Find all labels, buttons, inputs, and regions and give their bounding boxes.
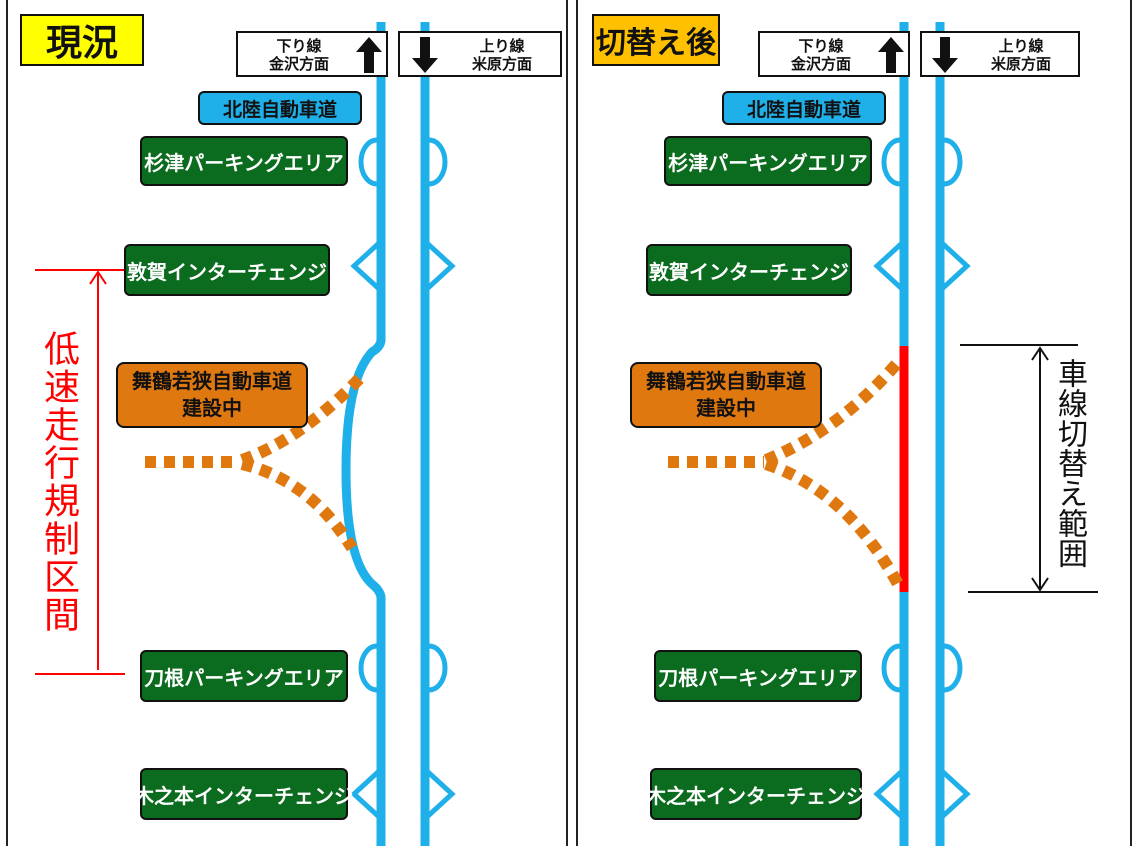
sugitsu-pa-text-after: 杉津パーキングエリア	[668, 150, 868, 175]
kinomoto-ic-up-symbol	[426, 770, 456, 818]
down-line-direction-text-after: 下り線 金沢方面	[768, 37, 874, 73]
construction-road-branch-north	[240, 373, 365, 466]
down-line-direction-sign: 下り線 金沢方面	[236, 31, 388, 77]
construction-road-branch-south-after	[764, 458, 904, 587]
down-line-destination: 金沢方面	[268, 55, 329, 73]
up-line-direction-sign-after: 上り線 米原方面	[920, 31, 1080, 77]
tsuruga-ic-text-after: 敦賀インターチェンジ	[649, 259, 849, 284]
tsuruga-ic-text: 敦賀インターチェンジ	[127, 259, 327, 284]
construction-road-branch-north-after	[763, 358, 903, 466]
current-status-title-text: 現況	[45, 23, 118, 64]
down-line-label: 下り線	[276, 37, 322, 55]
kinomoto-ic-label-after: 木之本インターチェンジ	[646, 768, 866, 820]
arrow-up-icon	[878, 37, 904, 73]
kinomoto-ic-text: 木之本インターチェンジ	[134, 783, 354, 808]
tsuruga-ic-down-symbol	[350, 242, 380, 290]
kinomoto-ic-label: 木之本インターチェンジ	[134, 768, 354, 820]
maizuru-wakasa-expressway-label: 舞鶴若狭自動車道 建設中	[116, 362, 308, 428]
maizuru-wakasa-expressway-text: 舞鶴若狭自動車道	[132, 369, 292, 393]
arrow-down-icon	[932, 37, 958, 73]
tone-pa-text-after: 刀根パーキングエリア	[658, 665, 858, 690]
sugitsu-pa-up-symbol	[428, 137, 448, 187]
sugitsu-pa-down-symbol	[358, 137, 378, 187]
maizuru-wakasa-expressway-label-after: 舞鶴若狭自動車道 建設中	[630, 362, 822, 428]
tsuruga-ic-down-symbol-after	[873, 242, 903, 290]
tone-pa-text: 刀根パーキングエリア	[144, 665, 344, 690]
up-line-direction-sign: 上り線 米原方面	[398, 31, 562, 77]
up-line-direction-text: 上り線 米原方面	[446, 37, 558, 73]
after-switch-title: 切替え後	[592, 14, 720, 66]
up-line-destination-after: 米原方面	[990, 55, 1051, 73]
after-switch-title-text: 切替え後	[596, 26, 716, 61]
tone-pa-label-after: 刀根パーキングエリア	[654, 650, 862, 702]
low-speed-restriction-section-label: 低速走行規制区間	[38, 330, 79, 634]
sugitsu-pa-label: 杉津パーキングエリア	[140, 136, 348, 186]
tsuruga-ic-label-after: 敦賀インターチェンジ	[646, 244, 852, 296]
switch-range-arrow-top	[1031, 346, 1049, 361]
tone-pa-label: 刀根パーキングエリア	[140, 650, 348, 702]
maizuru-wakasa-expressway-text-after: 舞鶴若狭自動車道	[646, 369, 806, 393]
arrow-up-icon	[356, 37, 382, 73]
tone-pa-down-symbol-after	[881, 643, 901, 693]
current-status-title: 現況	[20, 14, 144, 66]
down-line-direction-sign-after: 下り線 金沢方面	[758, 31, 910, 77]
under-construction-text: 建設中	[182, 396, 242, 420]
down-line-direction-text: 下り線 金沢方面	[246, 37, 352, 73]
sugitsu-pa-down-symbol-after	[881, 137, 901, 187]
up-line-destination: 米原方面	[471, 55, 532, 73]
kinomoto-ic-up-symbol-after	[941, 770, 971, 818]
tone-pa-up-symbol-after	[943, 643, 963, 693]
sugitsu-pa-up-symbol-after	[943, 137, 963, 187]
after-switch-panel	[576, 0, 1132, 846]
tone-pa-up-symbol	[428, 643, 448, 693]
under-construction-text-after: 建設中	[696, 396, 756, 420]
down-line-road-detour	[341, 337, 386, 601]
arrow-down-icon	[412, 37, 438, 73]
tsuruga-ic-up-symbol	[426, 242, 456, 290]
down-line-destination-after: 金沢方面	[790, 55, 851, 73]
restriction-arrow-top	[89, 270, 107, 285]
up-line-label: 上り線	[479, 37, 525, 55]
kinomoto-ic-down-symbol	[350, 770, 380, 818]
hokuriku-expressway-label: 北陸自動車道	[198, 91, 362, 125]
hokuriku-expressway-label-after: 北陸自動車道	[722, 91, 886, 125]
kinomoto-ic-down-symbol-after	[873, 770, 903, 818]
kinomoto-ic-text-after: 木之本インターチェンジ	[646, 783, 866, 808]
up-line-label-after: 上り線	[998, 37, 1044, 55]
up-line-direction-text-after: 上り線 米原方面	[966, 37, 1076, 73]
construction-road-branch-south	[240, 458, 358, 552]
lane-switch-range-label: 車線切替え範囲	[1052, 358, 1087, 568]
tone-pa-down-symbol	[358, 643, 378, 693]
current-status-panel	[6, 0, 568, 846]
hokuriku-expressway-text-after: 北陸自動車道	[746, 98, 861, 121]
switch-range-arrow-bottom	[1031, 577, 1049, 592]
tsuruga-ic-label: 敦賀インターチェンジ	[124, 244, 330, 296]
tsuruga-ic-up-symbol-after	[941, 242, 971, 290]
sugitsu-pa-label-after: 杉津パーキングエリア	[664, 136, 872, 186]
down-line-label-after: 下り線	[798, 37, 844, 55]
sugitsu-pa-text: 杉津パーキングエリア	[144, 150, 344, 175]
hokuriku-expressway-text: 北陸自動車道	[222, 98, 337, 121]
